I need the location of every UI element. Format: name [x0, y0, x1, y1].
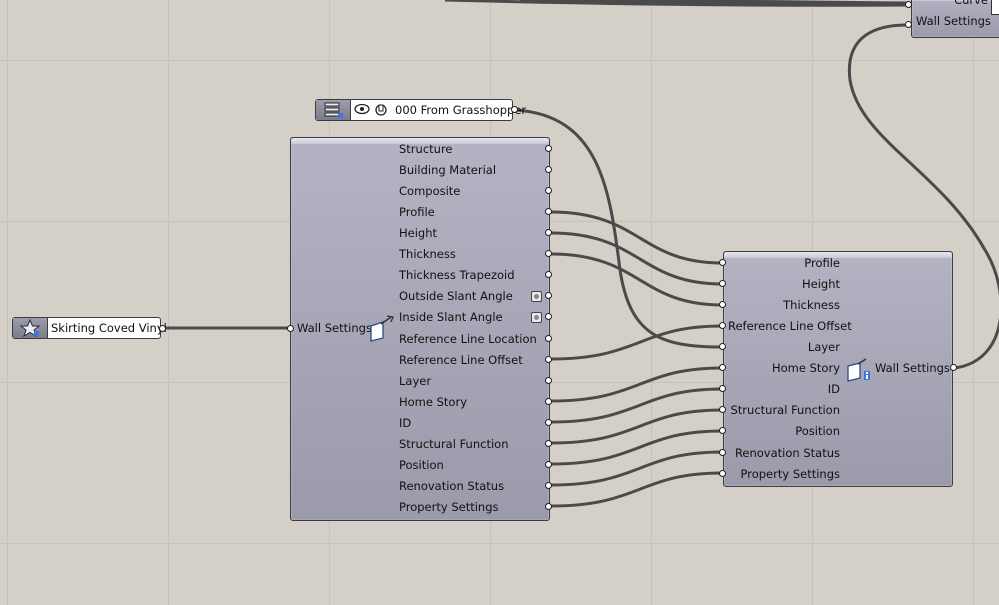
wire: [550, 366, 723, 403]
output-thickness: Thickness: [399, 247, 456, 262]
grip-output[interactable]: [545, 418, 552, 426]
wire: [550, 210, 723, 265]
output-thickness-trapezoid: Thickness Trapezoid: [399, 268, 515, 283]
grip-input[interactable]: [719, 301, 726, 309]
output-composite: Composite: [399, 184, 461, 199]
output-structural-function: Structural Function: [399, 436, 509, 451]
input-label-wall-settings: Wall Settings: [297, 321, 372, 335]
grip-layer-out[interactable]: [511, 106, 518, 113]
output-reference-line-location: Reference Line Location: [399, 331, 537, 346]
grip-wall-settings-top[interactable]: [905, 21, 912, 28]
grip-output[interactable]: [545, 145, 552, 152]
wire: [550, 252, 723, 307]
grip-output[interactable]: [545, 355, 552, 363]
grip-output[interactable]: [545, 250, 552, 258]
grip-value-out[interactable]: [159, 325, 166, 332]
layer-value-text: 000 From Grasshopper: [395, 103, 527, 117]
output-layer: Layer: [399, 373, 432, 388]
grip-output[interactable]: [545, 376, 552, 384]
wall-settings-deconstruct-icon: [369, 314, 395, 345]
wall-settings-value-panel[interactable]: Skirting Coved Vinyl: [12, 317, 167, 339]
output-outside-slant-angle: Outside Slant Angle: [399, 289, 513, 304]
param-modifier-icon[interactable]: [531, 312, 542, 324]
grip-curve[interactable]: [905, 1, 912, 8]
lock-icon[interactable]: [374, 102, 388, 119]
wire: [550, 450, 723, 487]
layer-param-panel[interactable]: 000 From Grasshopper: [315, 99, 526, 121]
grip-output[interactable]: [545, 271, 552, 279]
grip-input[interactable]: [719, 385, 726, 393]
output-structure: Structure: [399, 142, 453, 156]
wire: [550, 324, 723, 361]
output-id: ID: [399, 415, 412, 430]
input-reference-line-offset: Reference Line Offset: [728, 319, 852, 334]
grip-input[interactable]: [719, 280, 726, 288]
wire: [550, 408, 723, 445]
grip-output[interactable]: [545, 187, 552, 195]
input-id: ID: [827, 382, 840, 397]
grip-input[interactable]: [719, 364, 726, 372]
grip-output[interactable]: [545, 313, 552, 321]
output-label-wall-settings: Wall Settings: [875, 361, 950, 375]
input-profile: Profile: [804, 256, 840, 270]
grip-output[interactable]: [545, 503, 552, 511]
grip-output[interactable]: [545, 166, 552, 174]
grip-input[interactable]: [719, 469, 726, 477]
input-renovation-status: Renovation Status: [734, 445, 840, 460]
grip-modify-output[interactable]: [950, 364, 957, 371]
output-profile: Profile: [399, 205, 435, 220]
output-reference-line-offset: Reference Line Offset: [399, 352, 523, 367]
input-layer: Layer: [807, 340, 840, 355]
component-icon: [991, 0, 999, 15]
grip-input[interactable]: [719, 259, 726, 266]
top-right-component[interactable]: Curve Wall Settings: [911, 0, 999, 38]
layer-stack-icon: [316, 100, 351, 120]
wire: [609, 0, 908, 5]
input-position: Position: [795, 424, 840, 439]
grip-input[interactable]: [719, 448, 726, 456]
grip-output[interactable]: [545, 397, 552, 405]
output-property-settings: Property Settings: [399, 500, 499, 515]
param-modifier-icon[interactable]: [531, 291, 542, 303]
output-inside-slant-angle: Inside Slant Angle: [399, 310, 503, 325]
wire: [550, 231, 723, 286]
grip-output[interactable]: [545, 334, 552, 342]
grip-output[interactable]: [545, 292, 552, 300]
grip-output[interactable]: [545, 439, 552, 447]
grip-output[interactable]: [545, 208, 552, 216]
wall-settings-modify-icon: [846, 356, 872, 385]
value-text: Skirting Coved Vinyl: [51, 321, 167, 335]
grip-output[interactable]: [545, 229, 552, 237]
grip-output[interactable]: [545, 460, 552, 468]
grip-deconstruct-input[interactable]: [287, 325, 294, 332]
output-position: Position: [399, 457, 444, 472]
grip-input[interactable]: [719, 322, 726, 330]
input-structural-function: Structural Function: [730, 403, 841, 418]
input-height: Height: [801, 277, 840, 292]
grip-input[interactable]: [719, 427, 726, 435]
wire: [444, 0, 908, 7]
eye-icon[interactable]: [354, 102, 370, 119]
input-thickness: Thickness: [783, 298, 840, 313]
input-curve: Curve: [954, 0, 988, 7]
grip-input[interactable]: [719, 406, 726, 414]
output-building-material: Building Material: [399, 163, 497, 178]
input-wall-settings: Wall Settings: [916, 14, 991, 28]
input-home-story: Home Story: [772, 361, 840, 376]
output-renovation-status: Renovation Status: [399, 478, 505, 493]
output-home-story: Home Story: [399, 394, 467, 409]
wire: [519, 0, 908, 6]
output-height: Height: [399, 226, 438, 241]
input-property-settings: Property Settings: [740, 466, 841, 481]
wire: [550, 429, 723, 466]
wire: [550, 471, 723, 508]
wall-settings-star-icon: [13, 318, 48, 338]
grip-input[interactable]: [719, 343, 726, 351]
wire: [550, 387, 723, 424]
grip-output[interactable]: [545, 481, 552, 489]
